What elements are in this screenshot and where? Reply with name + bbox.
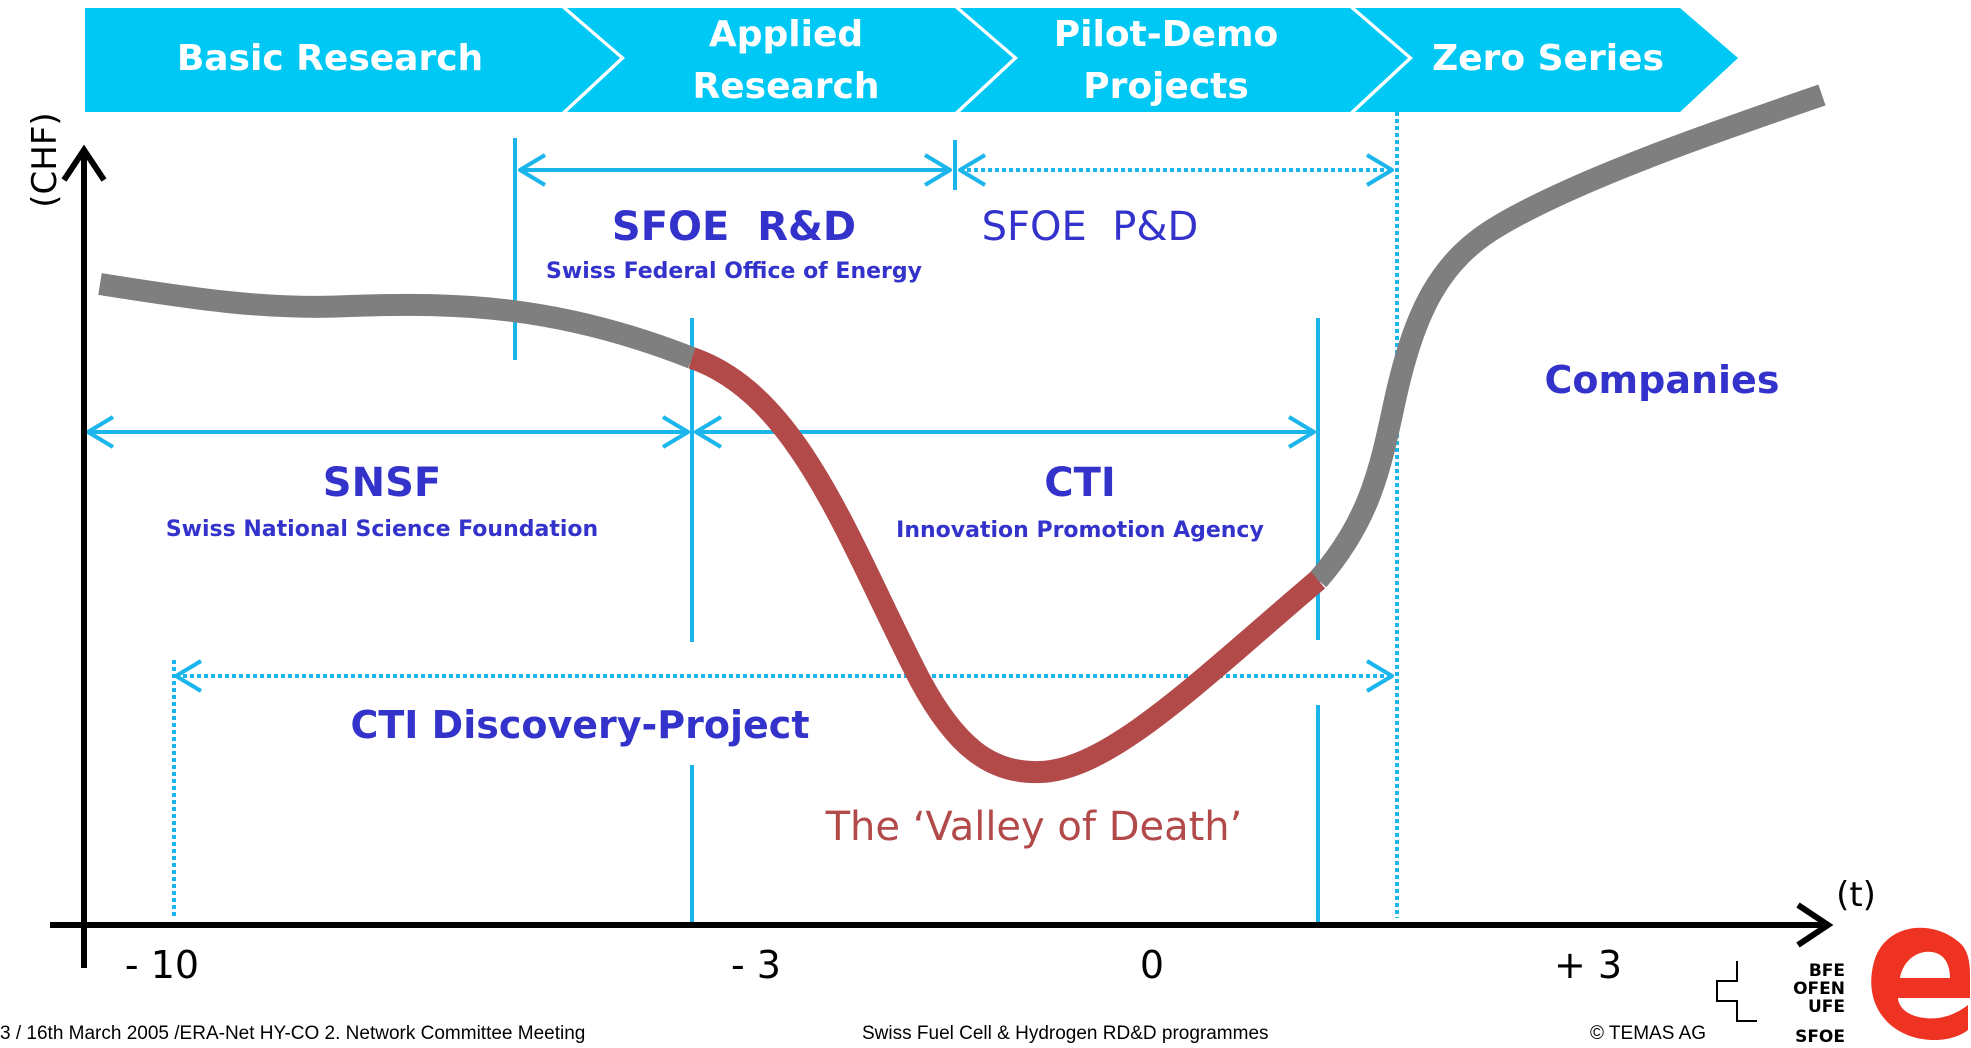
phase-zero-series [1355, 8, 1738, 112]
tick-label: - 3 [731, 943, 781, 987]
phase-label-projects: Projects [1083, 66, 1249, 107]
y-axis-arrowhead [61, 144, 107, 182]
sfoe-full-name: Swiss Federal Office of Energy [546, 259, 922, 284]
swiss-cross-outline-icon [1716, 961, 1757, 1022]
footer-meeting-info: 3 / 16th March 2005 /ERA-Net HY-CO 2. Ne… [0, 1023, 586, 1044]
snsf-range-arrow [86, 415, 690, 449]
phase-label-pilot-demo: Pilot-Demo [1054, 14, 1279, 55]
logo-line: SFOE [1795, 1027, 1845, 1047]
phase-markers [172, 112, 1399, 922]
sfoe-logo: BFE OFEN UFE SFOE [1716, 961, 1845, 1047]
phase-label-research: Research [693, 66, 880, 107]
axes [50, 144, 1834, 968]
sfoe-pd-range-arrow [958, 153, 1394, 187]
sfoe-rd-title: SFOE R&D [612, 204, 856, 250]
sfoe-pd-title: SFOE P&D [982, 204, 1199, 250]
footer-programme-title: Swiss Fuel Cell & Hydrogen RD&D programm… [862, 1023, 1269, 1044]
y-axis-label: (CHF) [25, 112, 65, 207]
energy-e-logo-icon [1871, 927, 1970, 1040]
phase-label-basic-research: Basic Research [177, 38, 483, 79]
logo-line: OFEN [1793, 979, 1845, 999]
footer-copyright: © TEMAS AG [1590, 1023, 1707, 1044]
snsf-full-name: Swiss National Science Foundation [166, 517, 598, 542]
funding-curve [98, 84, 1826, 588]
x-axis-ticks: - 10 - 3 0 + 3 [125, 943, 1622, 987]
tick-label: - 10 [125, 943, 199, 987]
tick-label: + 3 [1554, 943, 1622, 987]
valley-of-death-label: The ‘Valley of Death’ [825, 804, 1243, 850]
x-axis-arrowhead [1796, 902, 1834, 948]
phase-banner: Basic Research Applied Research Pilot-De… [85, 8, 1738, 112]
discovery-range-arrow [174, 659, 1394, 693]
snsf-title: SNSF [323, 460, 441, 506]
tick-label: 0 [1140, 943, 1164, 987]
logo-line: BFE [1809, 961, 1845, 981]
phase-applied-research [567, 8, 1013, 112]
cti-full-name: Innovation Promotion Agency [896, 518, 1264, 543]
logo-line: UFE [1808, 997, 1845, 1017]
cti-title: CTI [1044, 460, 1116, 506]
valley-of-death-curve [688, 347, 1326, 784]
companies-label: Companies [1545, 358, 1780, 402]
phase-pilot-demo [960, 8, 1408, 112]
phase-label-zero-series: Zero Series [1432, 38, 1664, 79]
phase-basic-research [85, 8, 620, 112]
sfoe-rd-range-arrow [518, 153, 952, 187]
discovery-project-title: CTI Discovery-Project [350, 703, 809, 747]
phase-label-applied: Applied [709, 14, 863, 55]
x-axis-label: (t) [1836, 875, 1876, 915]
